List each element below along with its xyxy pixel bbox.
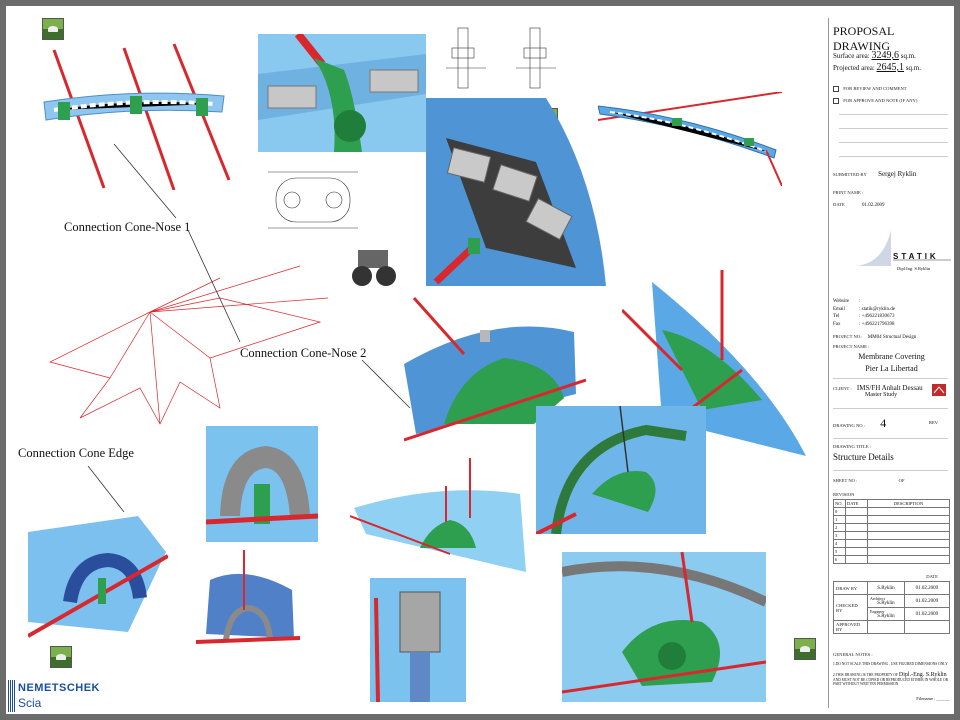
nemetschek-scia-logo: NEMETSCHEK Scia (8, 680, 100, 712)
site-photo-thumbnail (50, 646, 72, 668)
general-note-1: 1.DO NOT SCALE THIS DRAWING . USE FIGURE… (833, 662, 948, 666)
project-name-label: PROJECT NAME : (833, 344, 870, 349)
callout-cone-nose-2: Connection Cone-Nose 2 (240, 346, 367, 360)
revision-label: REVISION (833, 492, 855, 497)
drawing-number: DRAWING NO : 4 REV (833, 416, 938, 430)
surface-area: Surface area: 3249,6 sq.m. (833, 50, 916, 61)
section-sketch (446, 22, 566, 102)
closeup-connector-render (258, 34, 426, 152)
general-notes-label: GENERAL NOTES : (833, 652, 873, 657)
drawing-title-label: DRAWING TITLE : (833, 444, 872, 449)
review-checkbox-row[interactable]: FOR REVIEW AND COMMENT (833, 86, 950, 92)
filename: Filename : ______ (916, 696, 950, 701)
contact-info: Website: Email: statik@ryklin.de Tel: +4… (833, 299, 895, 327)
membrane-edge-render (196, 550, 300, 660)
plate-technical-drawing (268, 164, 358, 236)
cone-edge-render (28, 502, 168, 644)
project-location: Pier La Libertad (865, 364, 918, 373)
base-plate-render (370, 578, 466, 702)
membrane-cutting-pattern (40, 258, 330, 428)
site-photo-thumbnail (794, 638, 816, 660)
site-photo-thumbnail (42, 18, 64, 40)
drawing-title: Structure Details (833, 452, 894, 462)
signature-table: DRAW BY S.Ryklin 01.02.2009 CHECKED BY A… (833, 581, 951, 634)
project-name: Membrane Covering (858, 352, 925, 361)
drawing-sheet: Connection Cone-Nose 1 Connection Cone-N… (6, 6, 954, 714)
edge-beam-render-2 (598, 92, 782, 186)
title-block: PROPOSAL DRAWING Surface area: 3249,6 sq… (828, 18, 952, 708)
node-closeup-render (536, 406, 706, 534)
drawing-type-heading: PROPOSAL DRAWING (833, 24, 894, 53)
sheet-number: SHEET NO : OF (833, 478, 905, 483)
client: CLIENT : IMS/FH Anhalt Dessau Master Stu… (833, 384, 950, 398)
node-assembly-render (562, 552, 766, 702)
general-note-2: 2.THIS DRAWING IS THE PROPERTY OF Dipl.-… (833, 672, 949, 686)
clamp-part-render (346, 244, 406, 294)
edge-beam-render-1 (24, 40, 240, 190)
signature-date-header: DATE (926, 574, 938, 579)
approve-checkbox[interactable] (833, 98, 839, 104)
revision-table: NO. DATE DESCRIPTION 0 1 2 3 4 5 6 (833, 499, 950, 564)
review-checkbox[interactable] (833, 86, 839, 92)
submitted-date: DATE 01.02.2009 (833, 202, 885, 208)
callout-cone-edge: Connection Cone Edge (18, 446, 134, 460)
cone-fan-render (350, 458, 530, 580)
projected-area: Projected area: 2645,1 sq.m. (833, 62, 921, 73)
submitted-by: SUBMITTED BY Sergej Ryklin (833, 170, 917, 178)
statik-logo: STATIK Dipl.Ing. S.Ryklin (833, 230, 951, 288)
approve-checkbox-row[interactable]: FOR APPROVE AND NOTE (IF ANY) (833, 98, 950, 104)
callout-cone-nose-1: Connection Cone-Nose 1 (64, 220, 191, 234)
project-no: PROJECT NO.: MM04 Structual Design (833, 334, 917, 340)
print-name: PRINT NAME : (833, 190, 864, 195)
membrane-clamp-closeup-render (426, 98, 606, 286)
edge-clamp-arch-render (206, 426, 318, 542)
cone-nose-2-render (404, 294, 586, 450)
